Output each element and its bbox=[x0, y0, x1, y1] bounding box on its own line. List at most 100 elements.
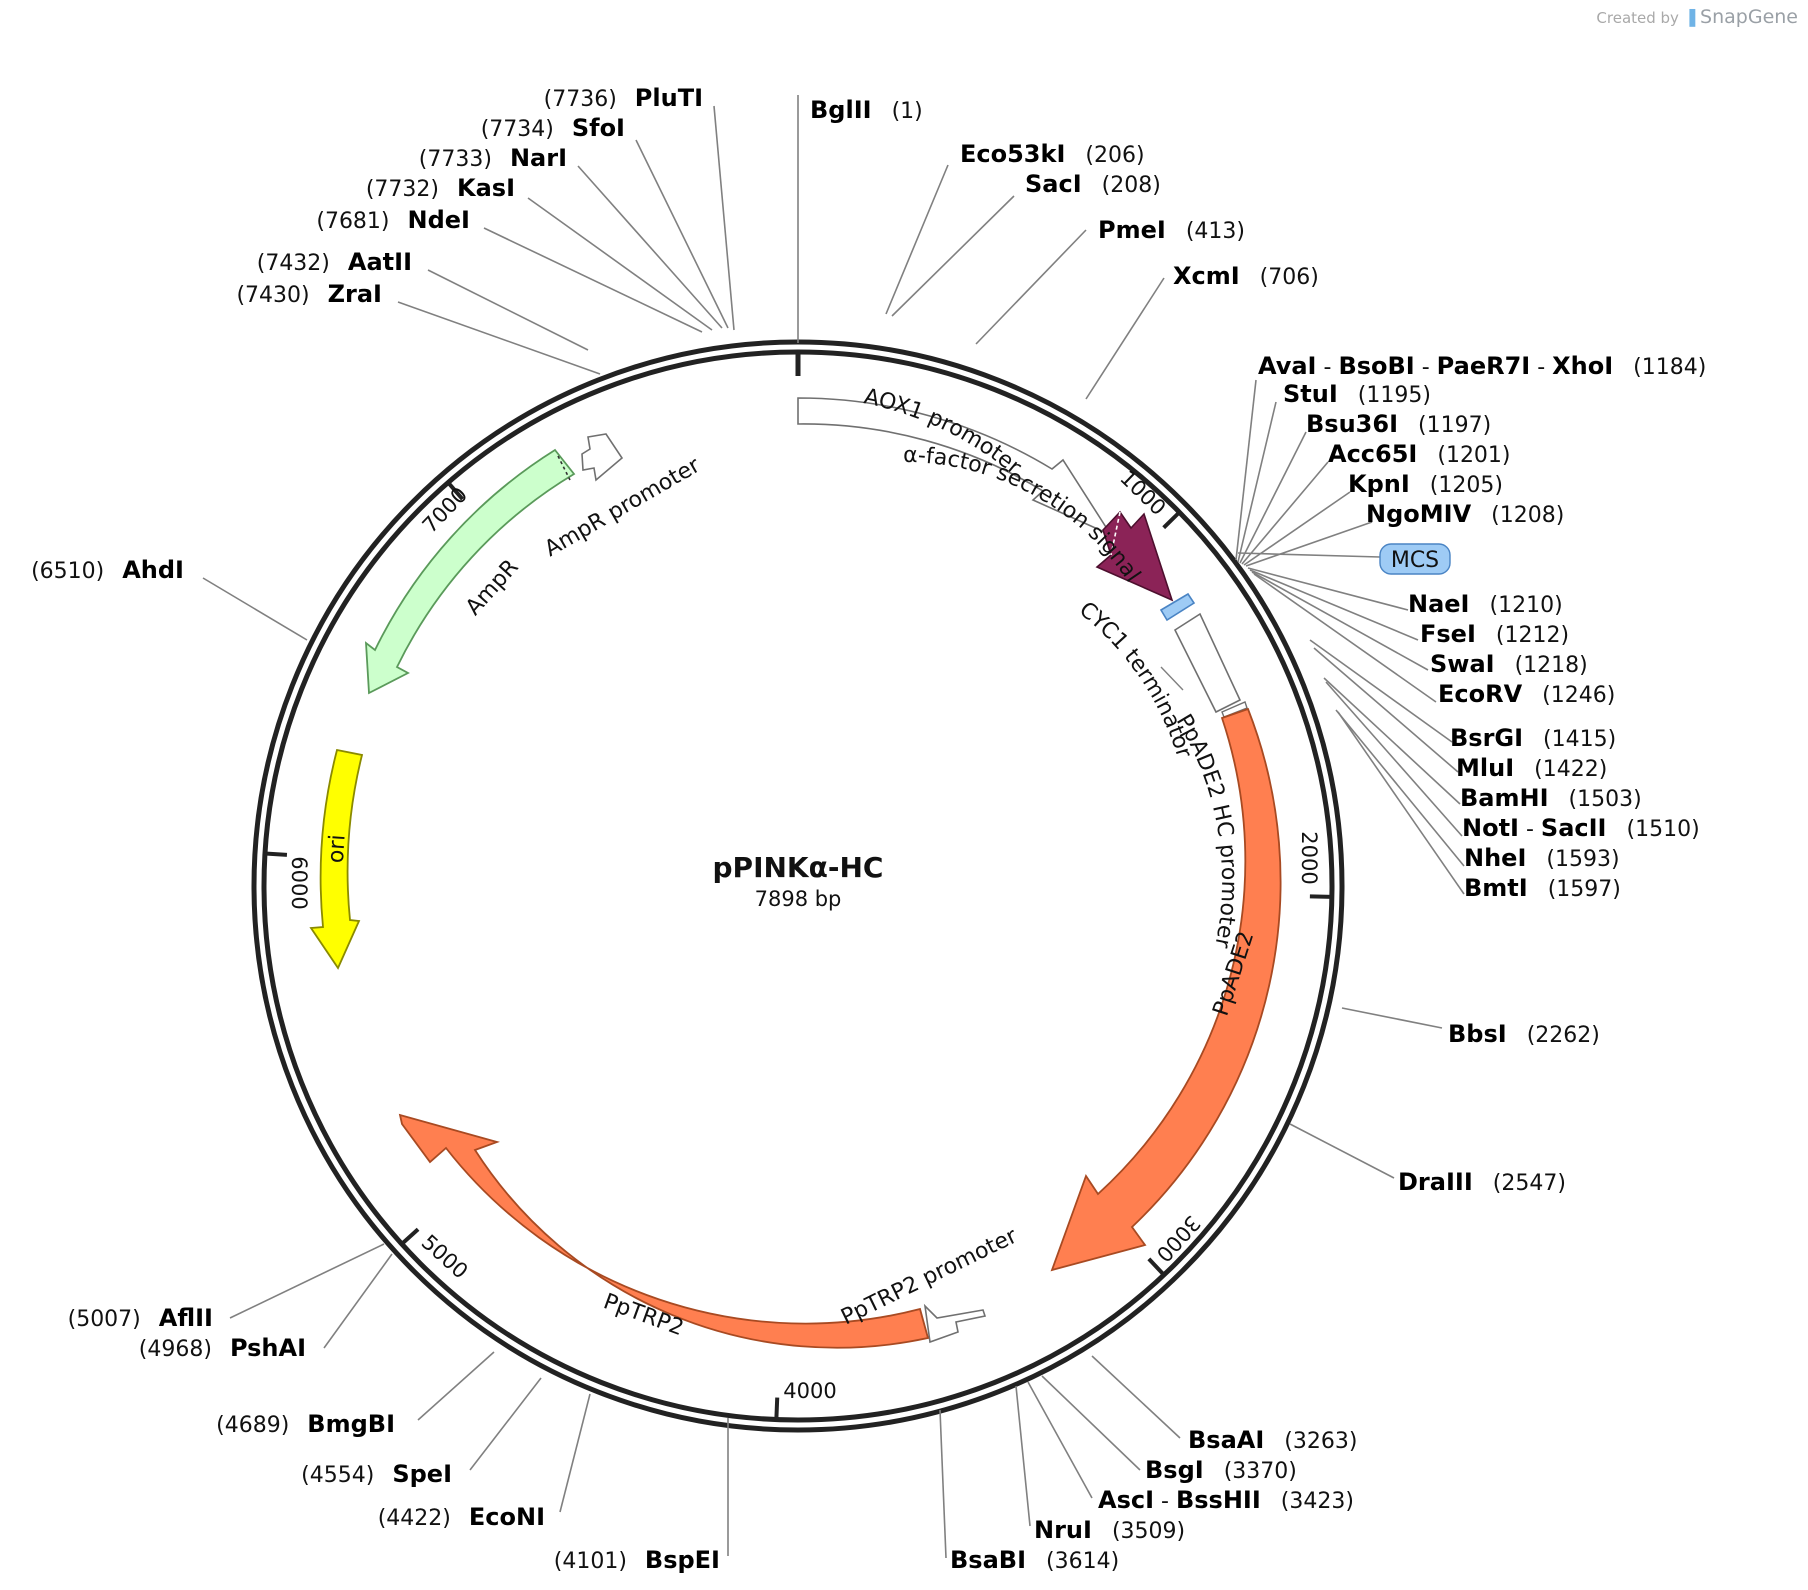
site-position: (4422) bbox=[378, 1506, 451, 1531]
site-position: (1510) bbox=[1627, 817, 1700, 842]
site-xcmi[interactable]: XcmI(706) bbox=[1085, 262, 1319, 400]
feature-ppade2[interactable] bbox=[1050, 707, 1282, 1272]
site-separator: - bbox=[1317, 355, 1339, 380]
enzyme-name: Eco53kI bbox=[960, 140, 1065, 168]
site-nari[interactable]: (7733)NarI bbox=[419, 144, 723, 329]
site-nrui[interactable]: NruI(3509) bbox=[1015, 1385, 1185, 1544]
site-label: (6510)AhdI bbox=[31, 556, 184, 584]
site-eco53ki[interactable]: Eco53kI(206) bbox=[885, 140, 1145, 315]
site-acc65i[interactable]: Acc65I(1201) bbox=[1241, 440, 1511, 565]
site-separator: - bbox=[1154, 1489, 1176, 1514]
site-leader-line bbox=[229, 1243, 385, 1319]
site-bsrgi[interactable]: BsrGI(1415) bbox=[1309, 639, 1616, 752]
site-kasi[interactable]: (7732)KasI bbox=[366, 174, 713, 331]
feature-mcs[interactable] bbox=[1159, 592, 1196, 622]
site-bglii[interactable]: BglII(1) bbox=[797, 95, 923, 343]
site-label: BmtI(1597) bbox=[1464, 874, 1621, 902]
site-leader-line bbox=[1237, 401, 1277, 563]
site-label: StuI(1195) bbox=[1283, 380, 1431, 408]
site-label: BbsI(2262) bbox=[1448, 1020, 1600, 1048]
site-bmti[interactable]: BmtI(1597) bbox=[1337, 711, 1621, 902]
site-position: (413) bbox=[1186, 219, 1245, 244]
feature-alpha-factor[interactable] bbox=[1095, 510, 1174, 602]
site-spei[interactable]: (4554)SpeI bbox=[301, 1377, 542, 1488]
site-pluti[interactable]: (7736)PluTI bbox=[544, 84, 735, 331]
site-label: (4554)SpeI bbox=[301, 1460, 452, 1488]
site-pshai[interactable]: (4968)PshAI bbox=[139, 1253, 393, 1362]
site-fsei[interactable]: FseI(1212) bbox=[1249, 569, 1569, 648]
site-pmei[interactable]: PmeI(413) bbox=[975, 216, 1245, 345]
feature-pptrp2[interactable] bbox=[398, 1113, 930, 1349]
site-nhei[interactable]: NheI(1593) bbox=[1335, 709, 1620, 872]
site-aatii[interactable]: (7432)AatII bbox=[257, 248, 589, 351]
site-noti-sacii[interactable]: NotI - SacII(1510) bbox=[1325, 681, 1700, 842]
site-zrai[interactable]: (7430)ZraI bbox=[236, 280, 601, 375]
enzyme-name: SwaI bbox=[1430, 650, 1495, 678]
site-saci[interactable]: SacI (208) bbox=[891, 170, 1161, 317]
site-position: (7734) bbox=[481, 117, 554, 142]
site-avai-bsobi-paer7i-xhoi[interactable]: AvaI - BsoBI - PaeR7I - XhoI(1184) bbox=[1235, 352, 1706, 561]
feature-cyc1-terminator[interactable] bbox=[1160, 612, 1248, 718]
enzyme-name: MluI bbox=[1456, 754, 1514, 782]
site-leader-line bbox=[1289, 1123, 1395, 1179]
site-ecorv[interactable]: EcoRV(1246) bbox=[1253, 573, 1615, 708]
site-position: (1197) bbox=[1418, 413, 1491, 438]
enzyme-name: NheI bbox=[1464, 844, 1526, 872]
mcs-callout[interactable]: MCS bbox=[1379, 543, 1451, 575]
site-ndei[interactable]: (7681)NdeI bbox=[316, 206, 703, 333]
site-stui[interactable]: StuI(1195) bbox=[1237, 380, 1431, 563]
site-label: (4689)BmgBI bbox=[216, 1410, 395, 1438]
site-leader-line bbox=[527, 197, 713, 331]
site-kpni[interactable]: KpnI(1205) bbox=[1243, 470, 1503, 566]
site-position: (706) bbox=[1260, 265, 1319, 290]
site-bmgbi[interactable]: (4689)BmgBI bbox=[216, 1351, 495, 1438]
feature-ori[interactable] bbox=[309, 748, 364, 970]
site-position: (208) bbox=[1102, 173, 1161, 198]
feature-ampr-promoter[interactable] bbox=[581, 433, 624, 482]
site-econi[interactable]: (4422)EcoNI bbox=[378, 1393, 591, 1531]
site-position: (4968) bbox=[139, 1337, 212, 1362]
site-aflii[interactable]: (5007)AflII bbox=[68, 1243, 385, 1332]
site-position: (1201) bbox=[1437, 443, 1510, 468]
site-label: EcoRV(1246) bbox=[1438, 680, 1615, 708]
site-position: (1503) bbox=[1569, 787, 1642, 812]
enzyme-name: StuI bbox=[1283, 380, 1338, 408]
feature-pptrp2-promoter[interactable] bbox=[923, 1303, 987, 1344]
site-label: FseI(1212) bbox=[1420, 620, 1569, 648]
site-position: (1422) bbox=[1534, 757, 1607, 782]
site-leader-line bbox=[1239, 431, 1307, 564]
site-draiii[interactable]: DraIII(2547) bbox=[1289, 1123, 1566, 1196]
site-swai[interactable]: SwaI(1218) bbox=[1251, 571, 1588, 678]
site-asci-bsshii[interactable]: AscI - BssHII(3423) bbox=[1027, 1381, 1354, 1514]
site-naei[interactable]: NaeI(1210) bbox=[1247, 567, 1563, 618]
site-bamhi[interactable]: BamHI(1503) bbox=[1323, 677, 1642, 812]
feature-aox1-promoter[interactable] bbox=[797, 397, 1114, 537]
site-bsgi[interactable]: BsgI(3370) bbox=[1041, 1375, 1297, 1484]
site-label: BamHI(1503) bbox=[1460, 784, 1642, 812]
site-mlui[interactable]: MluI (1422) bbox=[1313, 647, 1607, 782]
tick-mark bbox=[400, 1227, 420, 1246]
site-bspei[interactable]: (4101)BspEI bbox=[554, 1418, 729, 1574]
site-position: (7430) bbox=[236, 283, 309, 308]
site-ahdi[interactable]: (6510)AhdI bbox=[31, 556, 308, 641]
enzyme-name: SacI bbox=[1025, 170, 1082, 198]
site-label: SwaI(1218) bbox=[1430, 650, 1588, 678]
site-position: (1205) bbox=[1430, 473, 1503, 498]
site-bsu36i[interactable]: Bsu36I (1197) bbox=[1239, 410, 1491, 564]
site-bsabi[interactable]: BsaBI(3614) bbox=[939, 1409, 1119, 1574]
feature-ampr[interactable] bbox=[364, 448, 576, 695]
site-leader-line bbox=[885, 164, 949, 315]
site-position: (7681) bbox=[316, 209, 389, 234]
site-leader-line bbox=[1337, 711, 1465, 895]
site-label: (7681)NdeI bbox=[316, 206, 470, 234]
site-bbsi[interactable]: BbsI(2262) bbox=[1341, 1007, 1600, 1048]
site-ngomiv[interactable]: NgoMIV(1208) bbox=[1245, 500, 1564, 567]
site-bsaai[interactable]: BsaAI(3263) bbox=[1091, 1355, 1357, 1454]
site-sfoi[interactable]: (7734)SfoI bbox=[481, 114, 729, 329]
tick-mark bbox=[264, 851, 288, 857]
enzyme-name: KasI bbox=[457, 174, 515, 202]
enzyme-name: BsaAI bbox=[1188, 1426, 1264, 1454]
enzyme-name: Bsu36I bbox=[1306, 410, 1398, 438]
enzyme-name: NruI bbox=[1034, 1516, 1092, 1544]
site-label: NheI(1593) bbox=[1464, 844, 1620, 872]
